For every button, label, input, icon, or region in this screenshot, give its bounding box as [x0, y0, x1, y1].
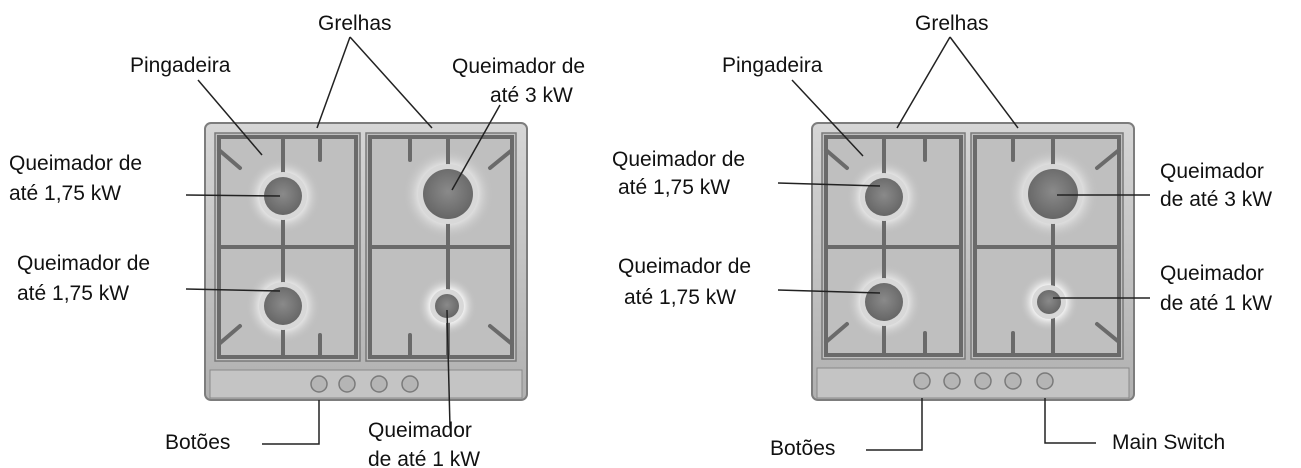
- right-label-175-bot-l2: até 1,75 kW: [624, 286, 736, 309]
- right-label-main-switch: Main Switch: [1112, 431, 1225, 454]
- left-burner-bottom-left: [259, 282, 307, 330]
- right-knob-3[interactable]: [974, 372, 992, 390]
- right-label-175-bot-l1: Queimador de: [618, 255, 751, 278]
- right-label-botoes: Botões: [770, 437, 835, 460]
- right-label-3kw-l2: de até 3 kW: [1160, 188, 1272, 211]
- right-burner-bottom-left: [860, 278, 908, 326]
- left-label-3kw-l1: Queimador de: [452, 55, 585, 78]
- left-label-grelhas: Grelhas: [318, 12, 392, 35]
- left-knob-4[interactable]: [401, 375, 419, 393]
- right-leaders: [777, 36, 1150, 451]
- left-label-pingadeira: Pingadeira: [130, 54, 231, 77]
- right-label-175-top-l2: até 1,75 kW: [618, 176, 730, 199]
- left-leaders: [185, 36, 501, 445]
- left-label-1kw-l1: Queimador: [368, 419, 472, 442]
- left-label-175-top-l1: Queimador de: [9, 152, 142, 175]
- right-main-switch[interactable]: [1036, 372, 1054, 390]
- left-label-175-bot-l2: até 1,75 kW: [17, 282, 129, 305]
- left-burner-bottom-right: [430, 289, 464, 323]
- right-label-3kw-l1: Queimador: [1160, 160, 1264, 183]
- right-hob: Grelhas Pingadeira Queimador de até 1,75…: [612, 12, 1272, 460]
- left-label-175-bot-l1: Queimador de: [17, 252, 150, 275]
- left-hob: Grelhas Pingadeira Queimador de até 3 kW…: [9, 12, 585, 468]
- left-burner-top-left: [259, 172, 307, 220]
- right-label-pingadeira: Pingadeira: [722, 54, 823, 77]
- left-label-1kw-l2: de até 1 kW: [368, 448, 480, 468]
- right-control-strip: [816, 367, 1130, 399]
- right-label-1kw-l1: Queimador: [1160, 262, 1264, 285]
- right-burner-top-right: [1023, 164, 1083, 224]
- right-label-grelhas: Grelhas: [915, 12, 989, 35]
- left-knob-1[interactable]: [310, 375, 328, 393]
- left-label-botoes: Botões: [165, 431, 230, 454]
- right-burner-top-left: [860, 173, 908, 221]
- left-knobs: [310, 375, 419, 393]
- right-grate: [824, 135, 1121, 357]
- left-label-175-top-l2: até 1,75 kW: [9, 182, 121, 205]
- left-knob-2[interactable]: [338, 375, 356, 393]
- right-burner-bottom-right: [1032, 285, 1066, 319]
- left-burner-top-right: [418, 164, 478, 224]
- right-knob-4[interactable]: [1004, 372, 1022, 390]
- right-label-175-top-l1: Queimador de: [612, 148, 745, 171]
- right-knobs: [913, 372, 1054, 390]
- right-label-1kw-l2: de até 1 kW: [1160, 292, 1272, 315]
- right-knob-1[interactable]: [913, 372, 931, 390]
- left-label-3kw-l2: até 3 kW: [490, 84, 573, 107]
- left-control-strip: [209, 369, 523, 399]
- left-knob-3[interactable]: [370, 375, 388, 393]
- right-knob-2[interactable]: [943, 372, 961, 390]
